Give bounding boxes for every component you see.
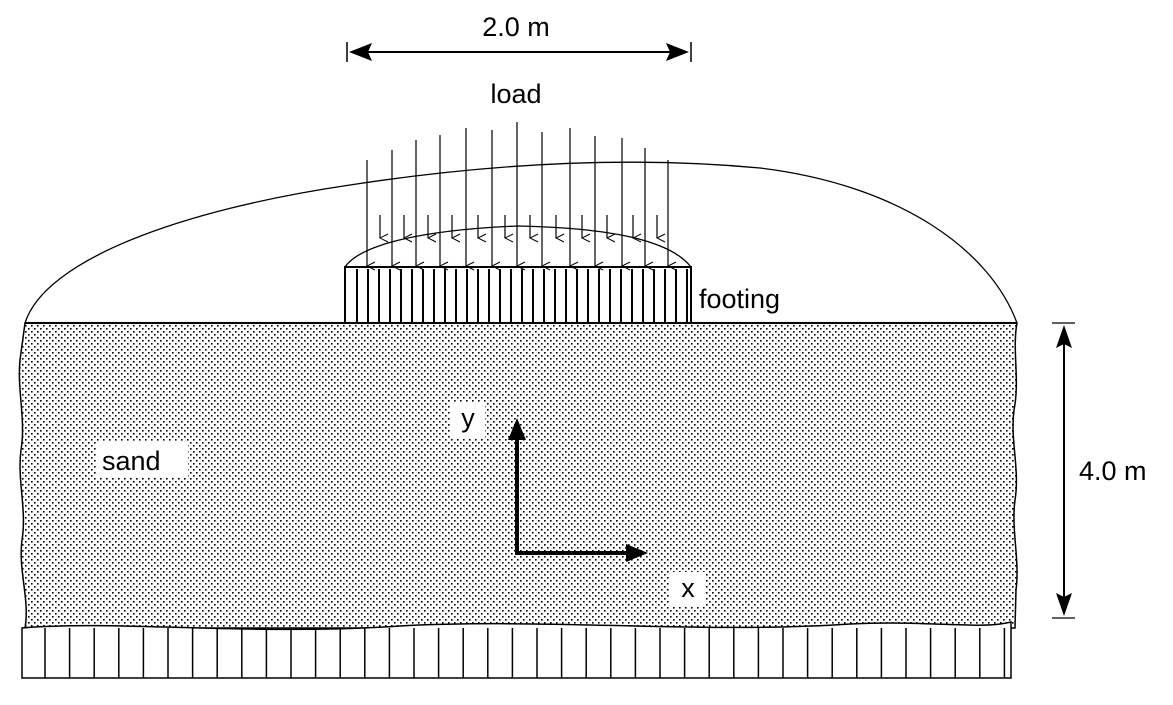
y-axis-label: y <box>461 403 475 433</box>
width-label: 2.0 m <box>482 12 550 42</box>
pressure-curve-inner <box>344 225 692 268</box>
depth-label: 4.0 m <box>1079 456 1147 486</box>
load-arrows <box>367 122 668 266</box>
coordinate-axes <box>508 418 648 562</box>
sand-label: sand <box>102 446 161 476</box>
base-layer <box>21 621 1012 679</box>
footing <box>344 266 692 324</box>
width-dimension <box>346 42 692 62</box>
x-axis-label: x <box>681 573 695 603</box>
depth-dimension <box>1052 322 1075 619</box>
load-label: load <box>490 79 541 109</box>
footing-label: footing <box>699 284 780 314</box>
